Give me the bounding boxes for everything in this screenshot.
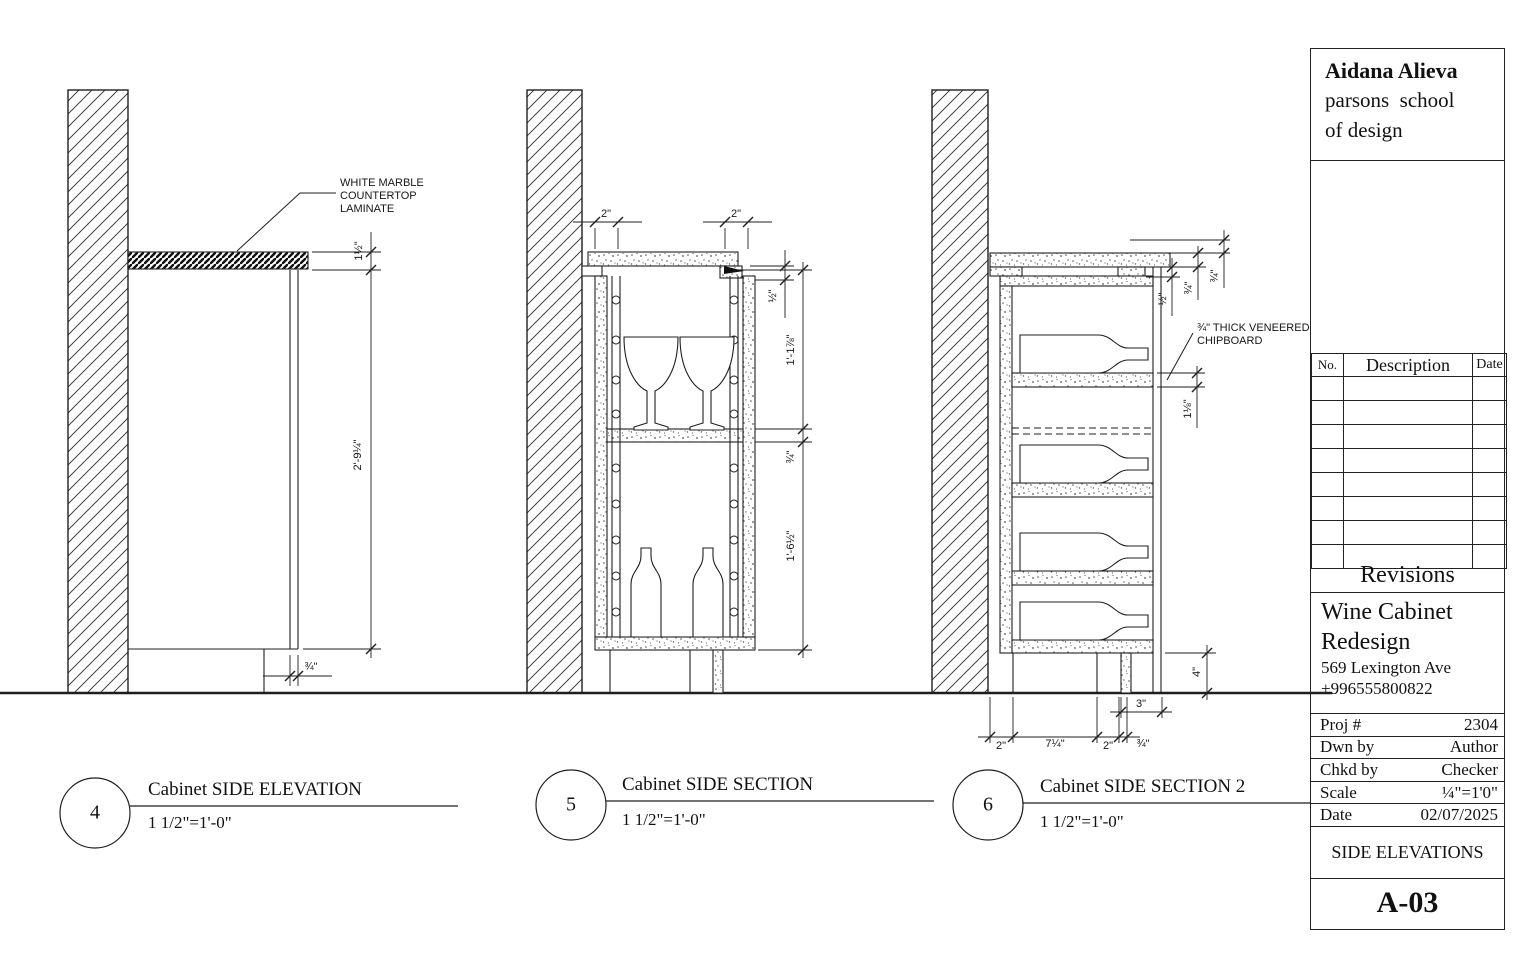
- field-label: Scale: [1320, 782, 1357, 802]
- revision-col-description: Description: [1343, 353, 1473, 377]
- revision-row: [1311, 472, 1507, 497]
- dim-top-gap: ½": [767, 289, 779, 303]
- callout-number-5: 5: [566, 793, 576, 816]
- shelf-pin-holes: [611, 295, 739, 617]
- revision-table: No. Description Date: [1311, 353, 1507, 569]
- section-drawing: [526, 89, 812, 694]
- countertop-note-line1: WHITE MARBLE: [340, 177, 424, 189]
- author-name: Aidana Alieva: [1325, 58, 1458, 83]
- dim-3-inch: 3": [1135, 698, 1147, 710]
- field-checked-by: Chkd by Checker: [1311, 758, 1504, 781]
- title-block: Aidana Alieva parsons school of design N…: [1310, 48, 1507, 930]
- project-fields: Proj # 2304 Dwn by Author Chkd by Checke…: [1311, 713, 1504, 826]
- dim-three-quarter-a: ¾": [1183, 281, 1195, 295]
- project-name-line2: Redesign: [1321, 629, 1411, 655]
- callout-scale-section2: 1 1/2"=1'-0": [1040, 812, 1124, 831]
- dim-shelf-1-1-8: 1⅛": [1182, 399, 1194, 419]
- field-label: Dwn by: [1320, 737, 1375, 757]
- dim-shelf-thickness: ¾": [785, 450, 797, 464]
- callout-scale-section: 1 1/2"=1'-0": [622, 810, 706, 829]
- field-proj-number: Proj # 2304: [1311, 713, 1504, 736]
- callout-title-section: Cabinet SIDE SECTION: [622, 774, 814, 795]
- dim-left-inset: 2": [600, 208, 612, 220]
- dim-three-quarter-b: ¾": [1209, 269, 1221, 283]
- dim-right-inset: 2": [730, 208, 742, 220]
- dim-countertop-thickness: 1½": [353, 241, 365, 261]
- field-value: Checker: [1441, 759, 1498, 779]
- dim-lower-compartment: 1'-6½": [785, 530, 797, 562]
- field-value: ¼"=1'0": [1441, 782, 1498, 802]
- revision-row: [1311, 520, 1507, 545]
- school-line1: parsons school: [1325, 88, 1455, 112]
- callout-number-6: 6: [983, 793, 993, 816]
- revision-row: [1311, 544, 1507, 569]
- callout-title-elevation: Cabinet SIDE ELEVATION: [148, 779, 362, 800]
- wine-bottles-standing: [630, 547, 724, 638]
- dim-leg-height: 4": [1191, 666, 1203, 678]
- elevation-drawing: [67, 89, 381, 694]
- sheet-title: SIDE ELEVATIONS: [1311, 826, 1504, 879]
- field-label: Proj #: [1320, 714, 1362, 734]
- dim-7-1-4: 7¼": [1045, 738, 1065, 750]
- chipboard-note-line1: ¾" THICK VENEERED: [1197, 322, 1310, 334]
- section2-drawing: [931, 89, 1230, 743]
- wine-glasses: [623, 336, 735, 431]
- revision-row: [1311, 448, 1507, 473]
- revision-col-no: No.: [1311, 353, 1344, 377]
- dim-2-inch-a: 2": [995, 740, 1007, 752]
- field-scale: Scale ¼"=1'0": [1311, 780, 1504, 804]
- chipboard-note-line2: CHIPBOARD: [1197, 335, 1263, 347]
- dim-panel-thickness: ¾": [304, 661, 318, 673]
- callout-title-section2: Cabinet SIDE SECTION 2: [1040, 776, 1246, 797]
- project-address: 569 Lexington Ave: [1321, 658, 1451, 677]
- countertop-note-line2: COUNTERTOP: [340, 190, 417, 202]
- project-name-line1: Wine Cabinet: [1321, 599, 1453, 625]
- field-label: Date: [1320, 805, 1353, 825]
- callout-number-4: 4: [90, 801, 100, 824]
- field-value: 02/07/2025: [1420, 805, 1498, 825]
- dim-upper-compartment: 1'-1⅞": [785, 334, 797, 366]
- revision-row: [1311, 400, 1507, 425]
- title-block-author-section: Aidana Alieva parsons school of design: [1311, 49, 1504, 161]
- callout-scale-elevation: 1 1/2"=1'-0": [148, 813, 232, 832]
- field-label: Chkd by: [1320, 759, 1379, 779]
- revision-row: [1311, 376, 1507, 401]
- field-value: 2304: [1464, 714, 1498, 734]
- revision-row: [1311, 424, 1507, 449]
- fastener-symbol: [724, 266, 744, 274]
- project-phone: +996555800822: [1321, 679, 1433, 698]
- school-line2: of design: [1325, 118, 1403, 142]
- revision-col-date: Date: [1472, 353, 1507, 377]
- callout-marks: [59, 769, 1310, 849]
- project-section: Wine Cabinet Redesign 569 Lexington Ave …: [1311, 593, 1504, 713]
- dim-2-inch-b: 2": [1102, 740, 1114, 752]
- sheet-number: A-03: [1376, 886, 1439, 919]
- wine-bottles-lying: [1019, 334, 1149, 641]
- revisions-heading: Revisions: [1311, 559, 1504, 593]
- field-date: Date 02/07/2025: [1311, 803, 1504, 826]
- revision-row: [1311, 496, 1507, 521]
- dim-half-inch: ½": [1157, 292, 1169, 306]
- dim-3-4-inch: ¾": [1136, 738, 1150, 750]
- field-value: Author: [1449, 737, 1498, 757]
- field-drawn-by: Dwn by Author: [1311, 735, 1504, 759]
- dim-cabinet-height: 2'-9¼": [352, 439, 364, 471]
- countertop-note-line3: LAMINATE: [340, 203, 395, 215]
